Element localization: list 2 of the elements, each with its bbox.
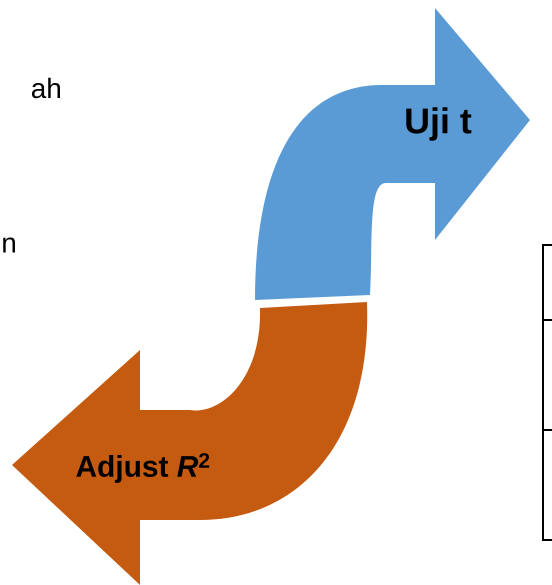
text-fragment: ah (32, 78, 60, 98)
text-fragment: n (3, 238, 15, 252)
